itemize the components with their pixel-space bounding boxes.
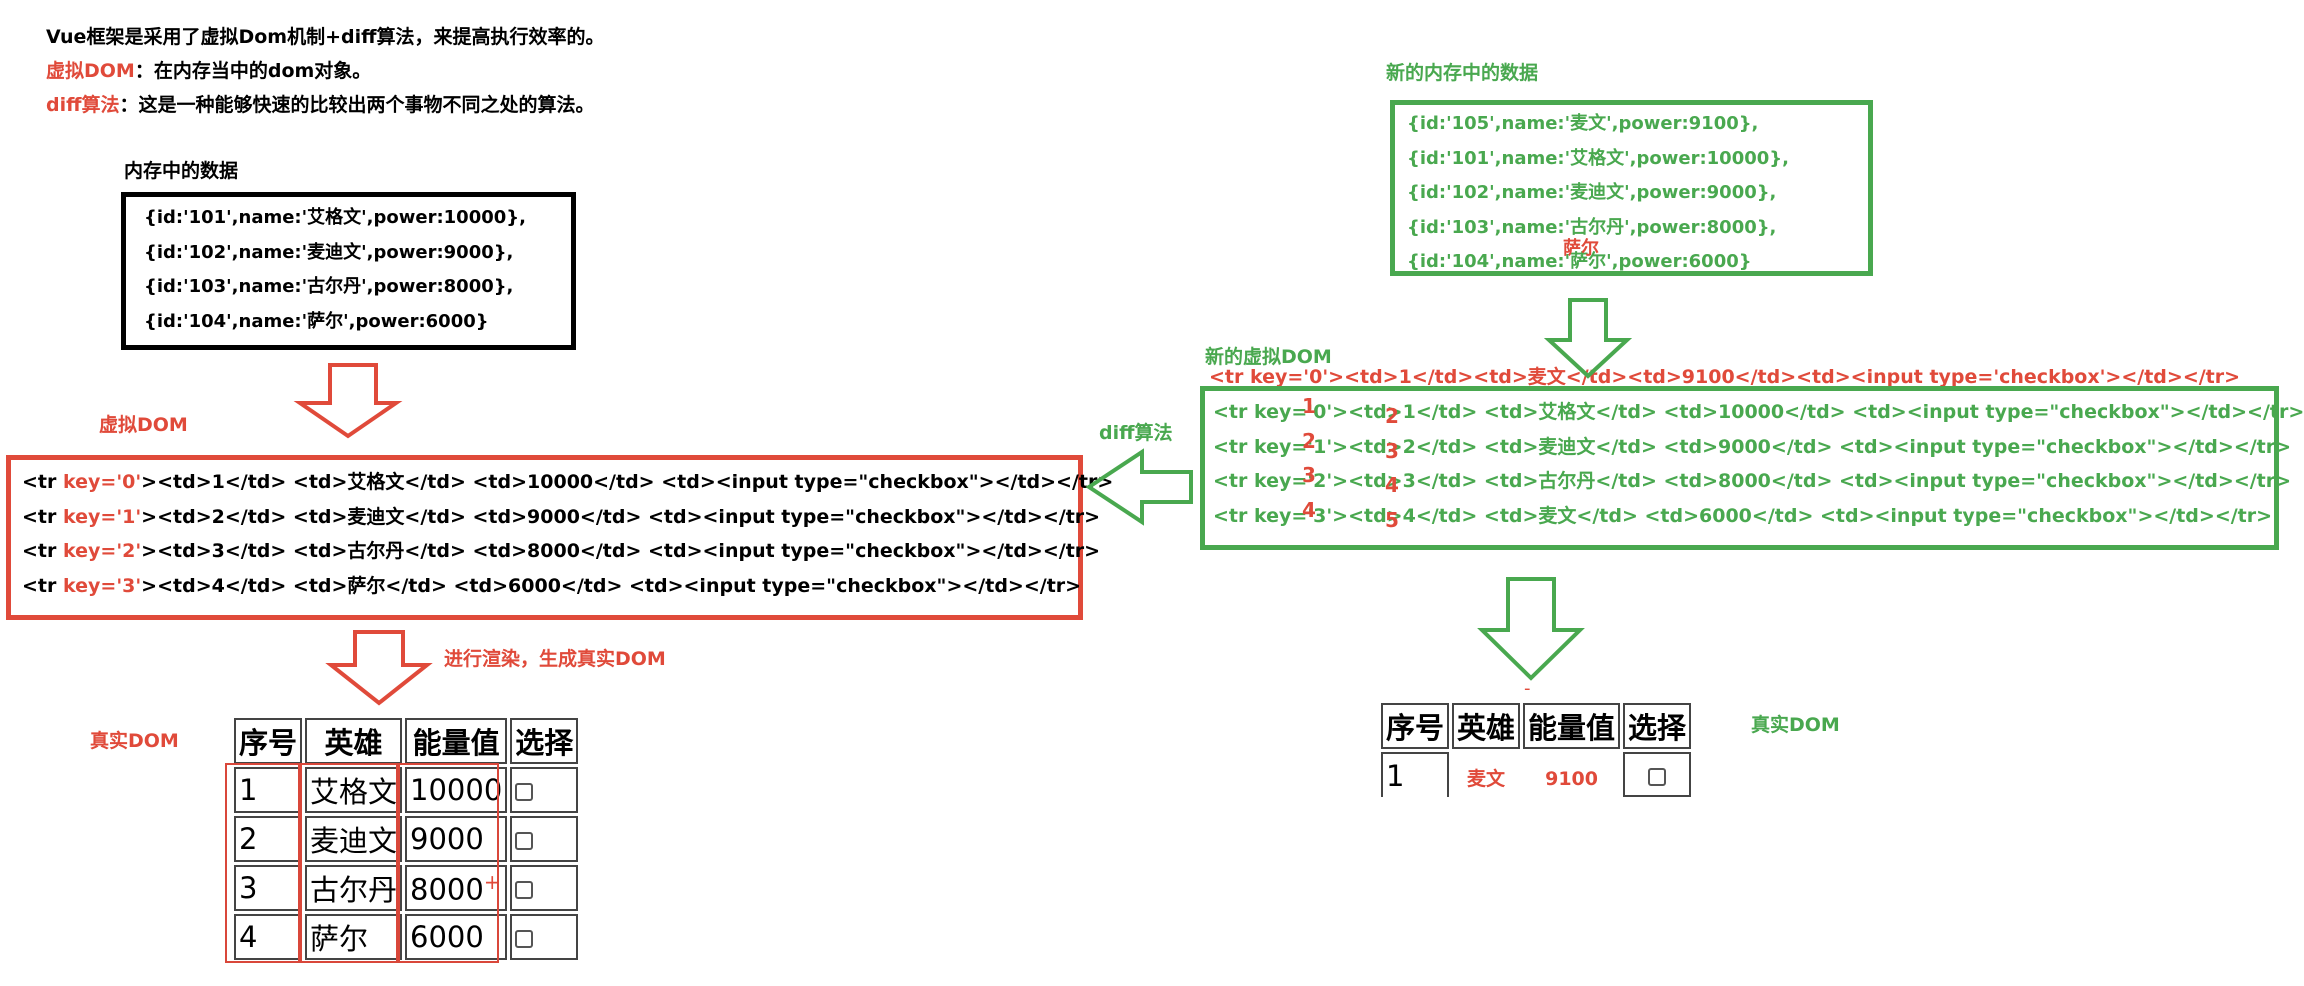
memory-item: {id:'101',name:'艾格文',power:10000}, [144, 207, 526, 228]
table-row: 4 萨尔 6000 [234, 914, 579, 960]
header-power: 能量值 [1523, 703, 1621, 749]
table-row: 1 麦文 9100 [1381, 752, 1692, 797]
new-real-dom-label: 真实DOM [1751, 714, 1840, 736]
header-hero: 英雄 [305, 718, 403, 764]
new-memory-item: {id:'105',name:'麦文',power:9100}, [1407, 113, 1759, 134]
dash-mark: - [1524, 678, 1531, 699]
render-label: 进行渲染，生成真实DOM [444, 648, 666, 670]
cell-power: 9000 [405, 816, 508, 862]
table-row: 1 艾格文 10000 [234, 767, 579, 813]
overlay-num: 3 [1385, 439, 1399, 463]
intro-line-3: diff算法：这是一种能够快速的比较出两个事物不同之处的算法。 [46, 88, 605, 122]
left-arrow-icon [1085, 448, 1193, 526]
memory-item: {id:'102',name:'麦迪文',power:9000}, [144, 241, 514, 263]
new-memory-item: {id:'104',name:'萨尔',power:6000} [1407, 251, 1752, 272]
down-arrow-icon [1477, 577, 1585, 681]
virtual-dom-row: <tr key='0'><td>1</td> <td>艾格文</td> <td>… [22, 471, 1114, 493]
new-virtual-dom-row: <tr key='1'><td>2</td> <td>麦迪文</td> <td>… [1213, 435, 2292, 458]
cell-select [1623, 752, 1692, 797]
new-memory-item: {id:'101',name:'艾格文',power:10000}, [1407, 147, 1789, 169]
overlay-key: 3 [1302, 463, 1316, 487]
checkbox[interactable] [1648, 767, 1667, 786]
memory-box: {id:'101',name:'艾格文',power:10000}, {id:'… [121, 192, 576, 350]
new-virtual-dom-box: <tr key='0'><td>1</td> <td>艾格文</td> <td>… [1200, 386, 2304, 550]
new-virtual-dom-row: <tr key='3'><td>4</td> <td>麦文</td> <td>6… [1213, 504, 2273, 527]
down-arrow-icon [293, 363, 403, 439]
cell-select [510, 865, 579, 911]
overlay-key: 1 [1302, 394, 1316, 418]
real-dom-table: 序号 英雄 能量值 选择 1 艾格文 10000 2 麦迪文 9000 3 古尔… [231, 715, 581, 963]
overlay-num: 2 [1385, 404, 1399, 428]
new-memory-title: 新的内存中的数据 [1386, 62, 1539, 84]
header-hero: 英雄 [1452, 703, 1521, 749]
overlay-key: 4 [1302, 498, 1316, 522]
memory-title: 内存中的数据 [124, 160, 239, 182]
checkbox[interactable] [515, 930, 534, 948]
checkbox[interactable] [515, 783, 534, 801]
diff-label: diff算法 [1099, 422, 1173, 444]
down-arrow-icon [1543, 298, 1633, 379]
new-memory-item: {id:'102',name:'麦迪文',power:9000}, [1407, 182, 1777, 203]
virtual-dom-label: 虚拟DOM [99, 414, 188, 436]
virtual-dom-row: <tr key='1'><td>2</td> <td>麦迪文</td> <td>… [22, 505, 1101, 528]
virtual-dom-box: <tr key='0'><td>1</td> <td>艾格文</td> <td>… [6, 455, 1114, 620]
cell-power: 6000 [405, 914, 508, 960]
intro: Vue框架是采用了虚拟Dom机制+diff算法，来提高执行效率的。 虚拟DOM：… [46, 20, 605, 122]
highlight-hero-column [298, 763, 400, 963]
memory-item: {id:'103',name:'古尔丹',power:8000}, [144, 276, 514, 297]
new-real-dom-table: 序号 英雄 能量值 选择 1 麦文 9100 [1378, 700, 1694, 800]
highlight-power-column [396, 763, 499, 963]
new-virtual-dom-row: <tr key='0'><td>1</td> <td>艾格文</td> <td>… [1213, 401, 2304, 423]
new-virtual-dom-row: <tr key='2'><td>3</td> <td>古尔丹</td> <td>… [1213, 470, 2292, 492]
highlight-index-column [225, 763, 302, 963]
cell-select [510, 767, 579, 813]
new-memory-item: {id:'103',name:'古尔丹',power:8000}, [1407, 216, 1777, 238]
checkbox[interactable] [515, 881, 534, 899]
cell-hero: 古尔丹 [305, 865, 403, 911]
intro-line-2: 虚拟DOM：在内存当中的dom对象。 [46, 54, 605, 88]
virtual-dom-row: <tr key='2'><td>3</td> <td>古尔丹</td> <td>… [22, 540, 1101, 562]
cell-hero: 麦迪文 [305, 816, 403, 862]
virtual-dom-term: 虚拟DOM [46, 60, 135, 82]
cell-hero: 萨尔 [305, 914, 403, 960]
cell-power: 8000+ [405, 865, 508, 911]
cell-hero: 麦文 [1467, 767, 1506, 790]
header-power: 能量值 [405, 718, 508, 764]
memory-item: {id:'104',name:'萨尔',power:6000} [144, 310, 489, 332]
virtual-dom-row: <tr key='3'><td>4</td> <td>萨尔</td> <td>6… [22, 574, 1082, 597]
plus-mark: + [483, 869, 501, 894]
diff-desc: ：这是一种能够快速的比较出两个事物不同之处的算法。 [119, 94, 595, 116]
cell-hero: 艾格文 [305, 767, 403, 813]
intro-line-1: Vue框架是采用了虚拟Dom机制+diff算法，来提高执行效率的。 [46, 26, 605, 48]
cell-index: 1 [1381, 752, 1450, 797]
down-arrow-icon [325, 630, 433, 706]
cell-power: 10000 [405, 767, 508, 813]
new-virtual-dom-label: 新的虚拟DOM [1205, 346, 1332, 368]
cell-select [510, 914, 579, 960]
diff-term: diff算法 [46, 94, 120, 116]
new-memory-annotation: 萨尔 [1563, 238, 1599, 259]
overlay-num: 4 [1385, 473, 1399, 497]
header-index: 序号 [1381, 703, 1450, 749]
cell-power: 9100 [1545, 767, 1598, 790]
header-select: 选择 [1623, 703, 1692, 749]
real-dom-label: 真实DOM [90, 730, 179, 752]
header-select: 选择 [510, 718, 579, 764]
cell-select [510, 816, 579, 862]
virtual-dom-desc: ：在内存当中的dom对象。 [134, 60, 372, 82]
overlay-num: 5 [1385, 508, 1399, 532]
overlay-key: 2 [1302, 429, 1316, 453]
new-memory-box: {id:'105',name:'麦文',power:9100}, {id:'10… [1390, 100, 1873, 276]
table-header-row: 序号 英雄 能量值 选择 [234, 718, 579, 764]
table-header-row: 序号 英雄 能量值 选择 [1381, 703, 1692, 749]
table-row: 3 古尔丹 8000+ [234, 865, 579, 911]
checkbox[interactable] [515, 832, 534, 850]
